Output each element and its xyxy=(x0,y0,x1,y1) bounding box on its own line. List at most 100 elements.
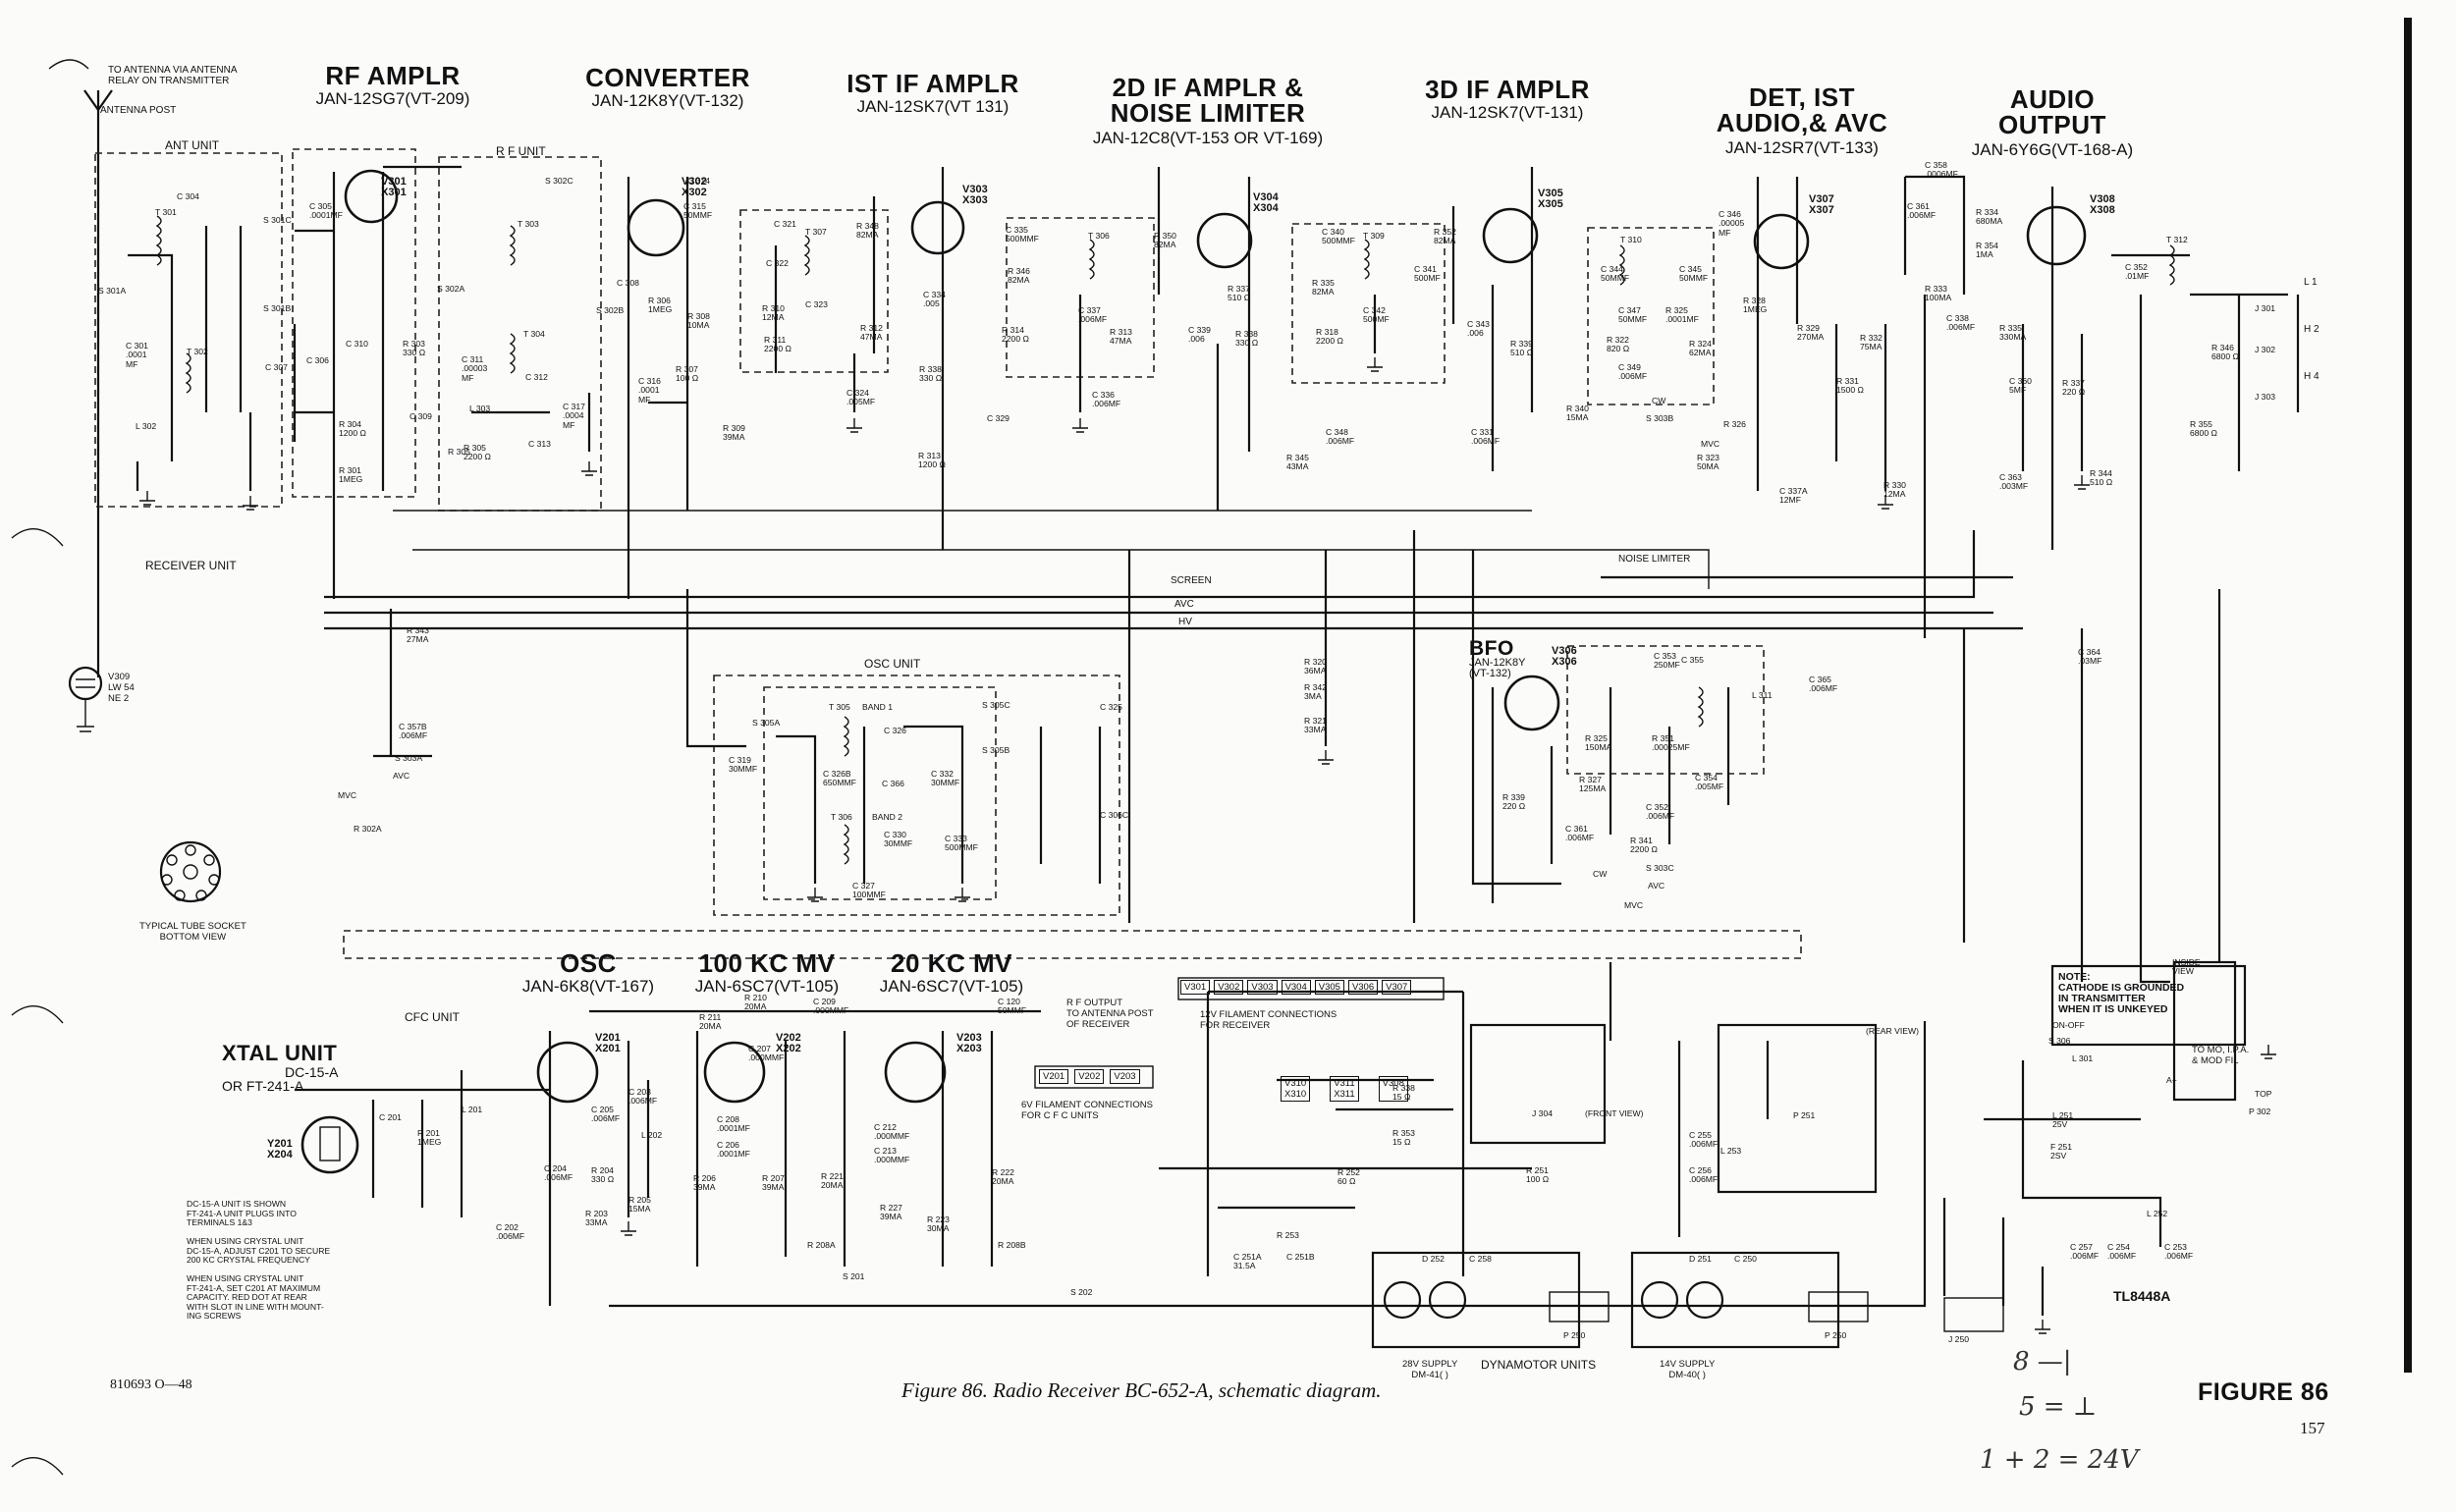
tube-v301 xyxy=(344,169,399,224)
tube-designator-if1: V303 X303 xyxy=(962,184,988,206)
component-label: C 348 .006MF xyxy=(1326,427,1355,447)
component-label: C 364 .03MF xyxy=(2078,647,2102,667)
tube-v308 xyxy=(2026,205,2087,266)
p302-plug xyxy=(2172,960,2237,1102)
component-label: R 326 xyxy=(1723,419,1746,429)
stage-tube-mv100: JAN-6SC7(VT-105) xyxy=(694,977,840,996)
component-label: C 258 xyxy=(1469,1254,1492,1264)
component-label: R 341 2200 Ω xyxy=(1630,836,1658,855)
bfo-title: BFO xyxy=(1469,637,1514,660)
stage-tube-if2: JAN-12C8(VT-153 OR VT-169) xyxy=(1092,129,1324,147)
component-label: R 352 82MA xyxy=(1434,227,1456,246)
xtal-designator: Y201 X204 xyxy=(267,1138,293,1161)
component-label: L 251 25V xyxy=(2052,1110,2074,1130)
component-label: R 348 82MA xyxy=(856,221,879,241)
component-label: C 344 50MMF xyxy=(1601,264,1630,284)
tube-v305 xyxy=(1482,207,1539,264)
component-label: C 352 .01MF xyxy=(2125,262,2150,282)
component-label: R 332 75MA xyxy=(1860,333,1883,352)
component-label: C 306 xyxy=(306,355,329,365)
component-label: R 253 xyxy=(1277,1230,1299,1240)
stage-tube-if3: JAN-12SK7(VT-131) xyxy=(1431,103,1584,122)
component-label: AVC xyxy=(1648,881,1665,891)
component-label: T 307 xyxy=(805,227,827,237)
filament-tube-tag: V310 X310 xyxy=(1281,1076,1311,1102)
component-label: C 212 .000MMF xyxy=(874,1122,910,1142)
stage-title-if2: 2D IF AMPLR & NOISE LIMITER xyxy=(1110,73,1306,128)
stage-title-osc: OSC xyxy=(560,948,617,978)
component-label: C 206 .0001MF xyxy=(717,1140,750,1160)
component-label: C 311 .00003 MF xyxy=(462,354,488,383)
component-label: C 251A 31.5A xyxy=(1233,1252,1262,1271)
component-label: R 208B xyxy=(998,1240,1026,1250)
component-label: C 337 .006MF xyxy=(1078,305,1108,325)
cfc-unit-label: CFC UNIT xyxy=(405,1010,460,1024)
binder-hole-bottom xyxy=(11,1457,64,1476)
handwriting-line-3: 1 + 2 = 24V xyxy=(1980,1445,2139,1475)
neon-lamp-v309 xyxy=(68,666,103,732)
component-label: (FRONT VIEW) xyxy=(1585,1108,1644,1118)
component-label: C 330 30MMF xyxy=(884,830,913,849)
filament-low-note: 6V FILAMENT CONNECTIONS FOR C F C UNITS xyxy=(1021,1100,1153,1121)
component-label: S 303A xyxy=(395,753,423,763)
component-label: C 354 .005MF xyxy=(1695,773,1724,792)
antenna-note: TO ANTENNA VIA ANTENNA RELAY ON TRANSMIT… xyxy=(108,65,238,86)
component-label: R 313 1200 Ω xyxy=(918,451,946,470)
rf-output-note: R F OUTPUT TO ANTENNA POST OF RECEIVER xyxy=(1066,998,1154,1030)
bus-noise-limiter-label: NOISE LIMITER xyxy=(1618,554,1691,565)
filament-tube-tag: V303 xyxy=(1247,980,1278,995)
bfo-designator: V306 X306 xyxy=(1552,645,1577,668)
bfo-tube-label: JAN-12K8Y (VT-132) xyxy=(1469,657,1526,679)
component-label: C 321 xyxy=(774,219,796,229)
component-label: P 251 xyxy=(1793,1110,1816,1120)
component-label: R 313 47MA xyxy=(1110,327,1132,347)
tube-designator-det: V307 X307 xyxy=(1809,193,1834,216)
component-label: R 338 330 Ω xyxy=(919,364,943,384)
component-label: C 319 30MMF xyxy=(729,755,758,775)
neon-lamp-label: V309 LW 54 NE 2 xyxy=(108,672,135,704)
ant-unit-label: ANT UNIT xyxy=(165,138,220,152)
component-label: C 361 .006MF xyxy=(1565,824,1595,843)
stage-title-if1: IST IF AMPLR xyxy=(846,69,1019,98)
component-label: C 360 5MF xyxy=(2009,376,2032,396)
component-label: R 333 100MA xyxy=(1925,284,1952,303)
handwriting-line-1: 8 —| xyxy=(2013,1347,2072,1377)
component-label: R 301 1MEG xyxy=(339,465,363,485)
p250-plug-b xyxy=(1808,1291,1869,1323)
component-label: MVC xyxy=(1624,900,1644,910)
component-label: C 257 .006MF xyxy=(2070,1242,2100,1262)
page-edge-shadow xyxy=(2404,18,2412,1373)
component-label: C 304 xyxy=(177,191,199,201)
to-mo-note: TO MO, I.P.A. & MOD FIL xyxy=(2192,1045,2250,1066)
tube-designator-if2: V304 X304 xyxy=(1253,191,1279,214)
filament-tube-tag: V306 xyxy=(1347,980,1379,995)
bus-b xyxy=(412,549,1710,589)
component-label: R 337 510 Ω xyxy=(1228,284,1251,303)
component-label: R 312 47MA xyxy=(860,323,883,343)
tube-socket-label: TYPICAL TUBE SOCKET BOTTOM VIEW xyxy=(139,921,246,943)
component-label: R 251 100 Ω xyxy=(1526,1165,1550,1185)
tl-code: TL8448A xyxy=(2113,1288,2171,1304)
motor-172v-b xyxy=(1640,1280,1679,1320)
component-label: R 320 36MA xyxy=(1304,657,1327,676)
tube-v304 xyxy=(1196,212,1253,269)
component-label: C 347 50MMF xyxy=(1618,305,1648,325)
component-label: C 365 .006MF xyxy=(1809,675,1838,694)
component-label: S 302A xyxy=(437,284,465,294)
component-label: R 227 39MA xyxy=(880,1203,902,1222)
component-label: C 340 500MMF xyxy=(1322,227,1355,246)
component-label: C 208 .0001MF xyxy=(717,1114,750,1134)
component-label: R 208A xyxy=(807,1240,836,1250)
print-code: 810693 O—48 xyxy=(110,1377,192,1392)
component-label: C 254 .006MF xyxy=(2107,1242,2137,1262)
component-label: R 329 270MA xyxy=(1797,323,1825,343)
output-jack-label: H 2 xyxy=(2304,324,2320,335)
handwriting-line-2: 5 = ⊥ xyxy=(2019,1392,2098,1422)
component-label: R 345 43MA xyxy=(1286,453,1309,472)
component-label: S 302B xyxy=(596,305,625,315)
component-label: R 223 30MA xyxy=(927,1215,950,1234)
